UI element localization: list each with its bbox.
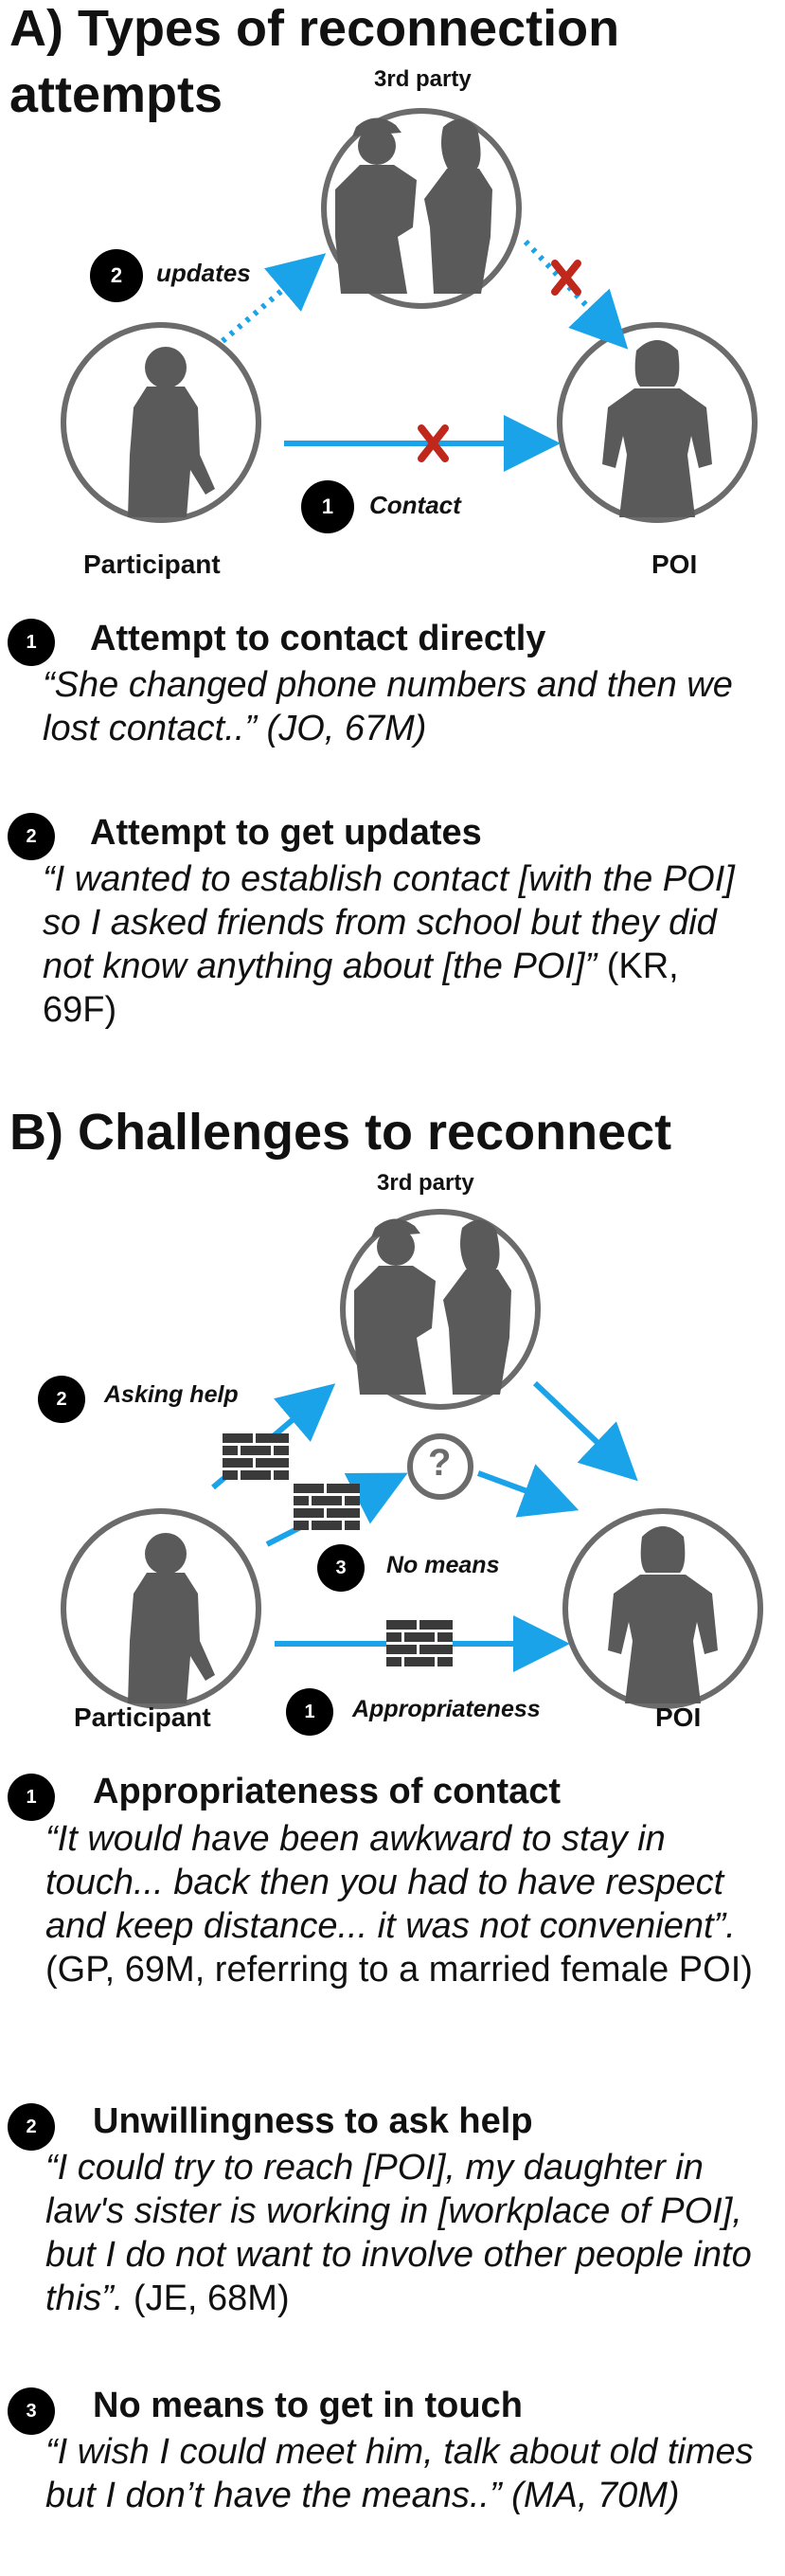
participant-label-a: Participant (83, 549, 221, 579)
asking-help-label: Asking help (104, 1381, 239, 1408)
third-party-to-poi-arrow (523, 239, 629, 350)
brick-wall-icon (386, 1620, 453, 1666)
brick-wall-icon (294, 1484, 360, 1530)
item-b3-title: No means to get in touch (93, 2386, 523, 2425)
item-b3-quote-text: “I wish I could meet him, talk about old… (45, 2432, 754, 2515)
section-a-title-line2: attempts (9, 66, 223, 123)
number-badge-3-b: 3 (317, 1544, 365, 1592)
contact-label: Contact (369, 491, 461, 519)
third-party-to-poi-arrow-b (532, 1380, 638, 1482)
item-a1-number: 1 (8, 619, 55, 666)
number-badge-2-b: 2 (38, 1376, 85, 1423)
item-a1-quote: “She changed phone numbers and then we l… (43, 663, 762, 750)
updates-label: updates (156, 259, 251, 287)
cross-icon (551, 260, 581, 296)
cross-icon (418, 424, 449, 462)
item-a1-quote-text: “She changed phone numbers and then we l… (43, 665, 733, 748)
no-means-arrow-2 (476, 1464, 580, 1518)
participant-label-b: Participant (74, 1702, 211, 1732)
item-a1-attribution: (JO, 67M) (256, 709, 427, 748)
third-party-node-b (340, 1209, 541, 1410)
item-b2-title: Unwillingness to ask help (93, 2101, 533, 2141)
participant-node-b (61, 1508, 261, 1709)
item-b1-number: 1 (8, 1774, 55, 1821)
item-a2-title: Attempt to get updates (90, 813, 482, 853)
diagram-b (61, 1209, 763, 1709)
poi-node-b (562, 1508, 763, 1709)
no-means-label: No means (386, 1552, 500, 1578)
third-party-node-a (321, 108, 522, 309)
brick-wall-icon (223, 1433, 289, 1480)
third-party-label-a: 3rd party (374, 66, 472, 92)
question-mark-icon (407, 1433, 473, 1500)
participant-node-a (61, 322, 261, 523)
item-b1-quote-text: “It would have been awkward to stay in t… (45, 1819, 736, 1946)
diagram-a (61, 108, 758, 523)
poi-label-b: POI (655, 1702, 702, 1732)
item-b2-number: 2 (8, 2103, 55, 2151)
question-mark-text: ? (428, 1442, 452, 1484)
poi-node-a (557, 322, 758, 523)
item-b1-attribution: (GP, 69M, referring to a married female … (45, 1950, 753, 1990)
appropriateness-label: Appropriateness (352, 1696, 541, 1722)
number-badge-1-b: 1 (286, 1688, 333, 1736)
item-a2-attribution: (KR, 69F) (43, 946, 679, 1030)
item-b2-quote-text: “I could try to reach [POI], my daughter… (45, 2148, 752, 2318)
item-a2-number: 2 (8, 813, 55, 860)
number-badge-1-a: 1 (301, 480, 354, 533)
item-b3-number: 3 (8, 2387, 55, 2435)
item-b2-quote: “I could try to reach [POI], my daughter… (45, 2146, 765, 2320)
item-a2-quote: “I wanted to establish contact [with the… (43, 857, 762, 1032)
item-a2-quote-text: “I wanted to establish contact [with the… (43, 859, 735, 986)
poi-label-a: POI (651, 549, 698, 579)
third-party-label-b: 3rd party (377, 1170, 474, 1196)
section-b-title: B) Challenges to reconnect (9, 1104, 672, 1161)
third-party-silhouettes-a (335, 117, 492, 294)
number-badge-2-a: 2 (90, 249, 143, 302)
item-b1-title: Appropriateness of contact (93, 1772, 562, 1811)
item-b2-attribution: (JE, 68M) (123, 2279, 290, 2318)
section-a-title-line1: A) Types of reconnection (9, 0, 620, 57)
item-b1-quote: “It would have been awkward to stay in t… (45, 1817, 765, 1991)
item-b3-quote: “I wish I could meet him, talk about old… (45, 2430, 765, 2517)
item-a1-title: Attempt to contact directly (90, 619, 546, 658)
